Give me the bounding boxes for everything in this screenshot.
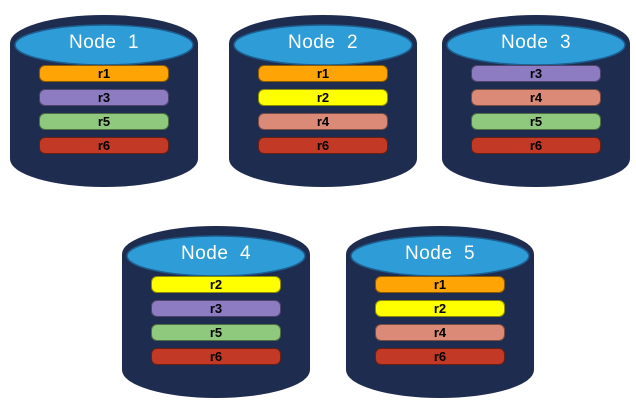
replica-bar: r1 xyxy=(375,276,505,293)
replica-label: r2 xyxy=(316,90,330,105)
replica-label: r5 xyxy=(97,114,111,129)
replica-bar: r3 xyxy=(151,300,281,317)
replica-bar: r6 xyxy=(471,137,601,154)
replica-label: r5 xyxy=(529,114,543,129)
replica-bar: r2 xyxy=(151,276,281,293)
replica-label: r6 xyxy=(97,138,111,153)
replica-label: r4 xyxy=(316,114,330,129)
replica-bar: r6 xyxy=(151,348,281,365)
replica-label: r3 xyxy=(529,66,543,81)
replica-bar: r6 xyxy=(39,137,169,154)
replica-label: r2 xyxy=(209,277,223,292)
replica-label: r1 xyxy=(316,66,330,81)
replica-bar: r3 xyxy=(39,89,169,106)
node-title: Node 3 xyxy=(500,32,572,53)
replica-label: r1 xyxy=(433,277,447,292)
node-title: Node 4 xyxy=(180,243,252,264)
node-title: Node 2 xyxy=(287,32,359,53)
node-title: Node 5 xyxy=(404,243,476,264)
replica-label: r6 xyxy=(529,138,543,153)
node-1: Node 1 r1 r3 r5 r6 xyxy=(8,9,200,191)
replica-label: r2 xyxy=(433,301,447,316)
replica-label: r3 xyxy=(209,301,223,316)
replica-list: r3 r4 r5 r6 xyxy=(471,65,601,154)
replica-list: r1 r2 r4 r6 xyxy=(258,65,388,154)
replica-label: r4 xyxy=(529,90,543,105)
replica-bar: r1 xyxy=(258,65,388,82)
replica-list: r1 r3 r5 r6 xyxy=(39,65,169,154)
node-5: Node 5 r1 r2 r4 r6 xyxy=(344,220,536,402)
node-3: Node 3 r3 r4 r5 r6 xyxy=(440,9,632,191)
replica-label: r4 xyxy=(433,325,447,340)
node-title: Node 1 xyxy=(68,32,140,53)
replica-bar: r2 xyxy=(258,89,388,106)
replica-bar: r5 xyxy=(471,113,601,130)
replica-bar: r4 xyxy=(375,324,505,341)
replica-label: r3 xyxy=(97,90,111,105)
replica-bar: r6 xyxy=(375,348,505,365)
replica-bar: r5 xyxy=(151,324,281,341)
replica-list: r1 r2 r4 r6 xyxy=(375,276,505,365)
replica-bar: r1 xyxy=(39,65,169,82)
replica-bar: r5 xyxy=(39,113,169,130)
replica-label: r6 xyxy=(209,349,223,364)
replica-label: r6 xyxy=(316,138,330,153)
replica-bar: r4 xyxy=(471,89,601,106)
replica-label: r6 xyxy=(433,349,447,364)
replica-bar: r3 xyxy=(471,65,601,82)
replica-label: r1 xyxy=(97,66,111,81)
node-4: Node 4 r2 r3 r5 r6 xyxy=(120,220,312,402)
replica-bar: r2 xyxy=(375,300,505,317)
node-2: Node 2 r1 r2 r4 r6 xyxy=(227,9,419,191)
replica-list: r2 r3 r5 r6 xyxy=(151,276,281,365)
replica-label: r5 xyxy=(209,325,223,340)
replica-bar: r6 xyxy=(258,137,388,154)
replica-bar: r4 xyxy=(258,113,388,130)
